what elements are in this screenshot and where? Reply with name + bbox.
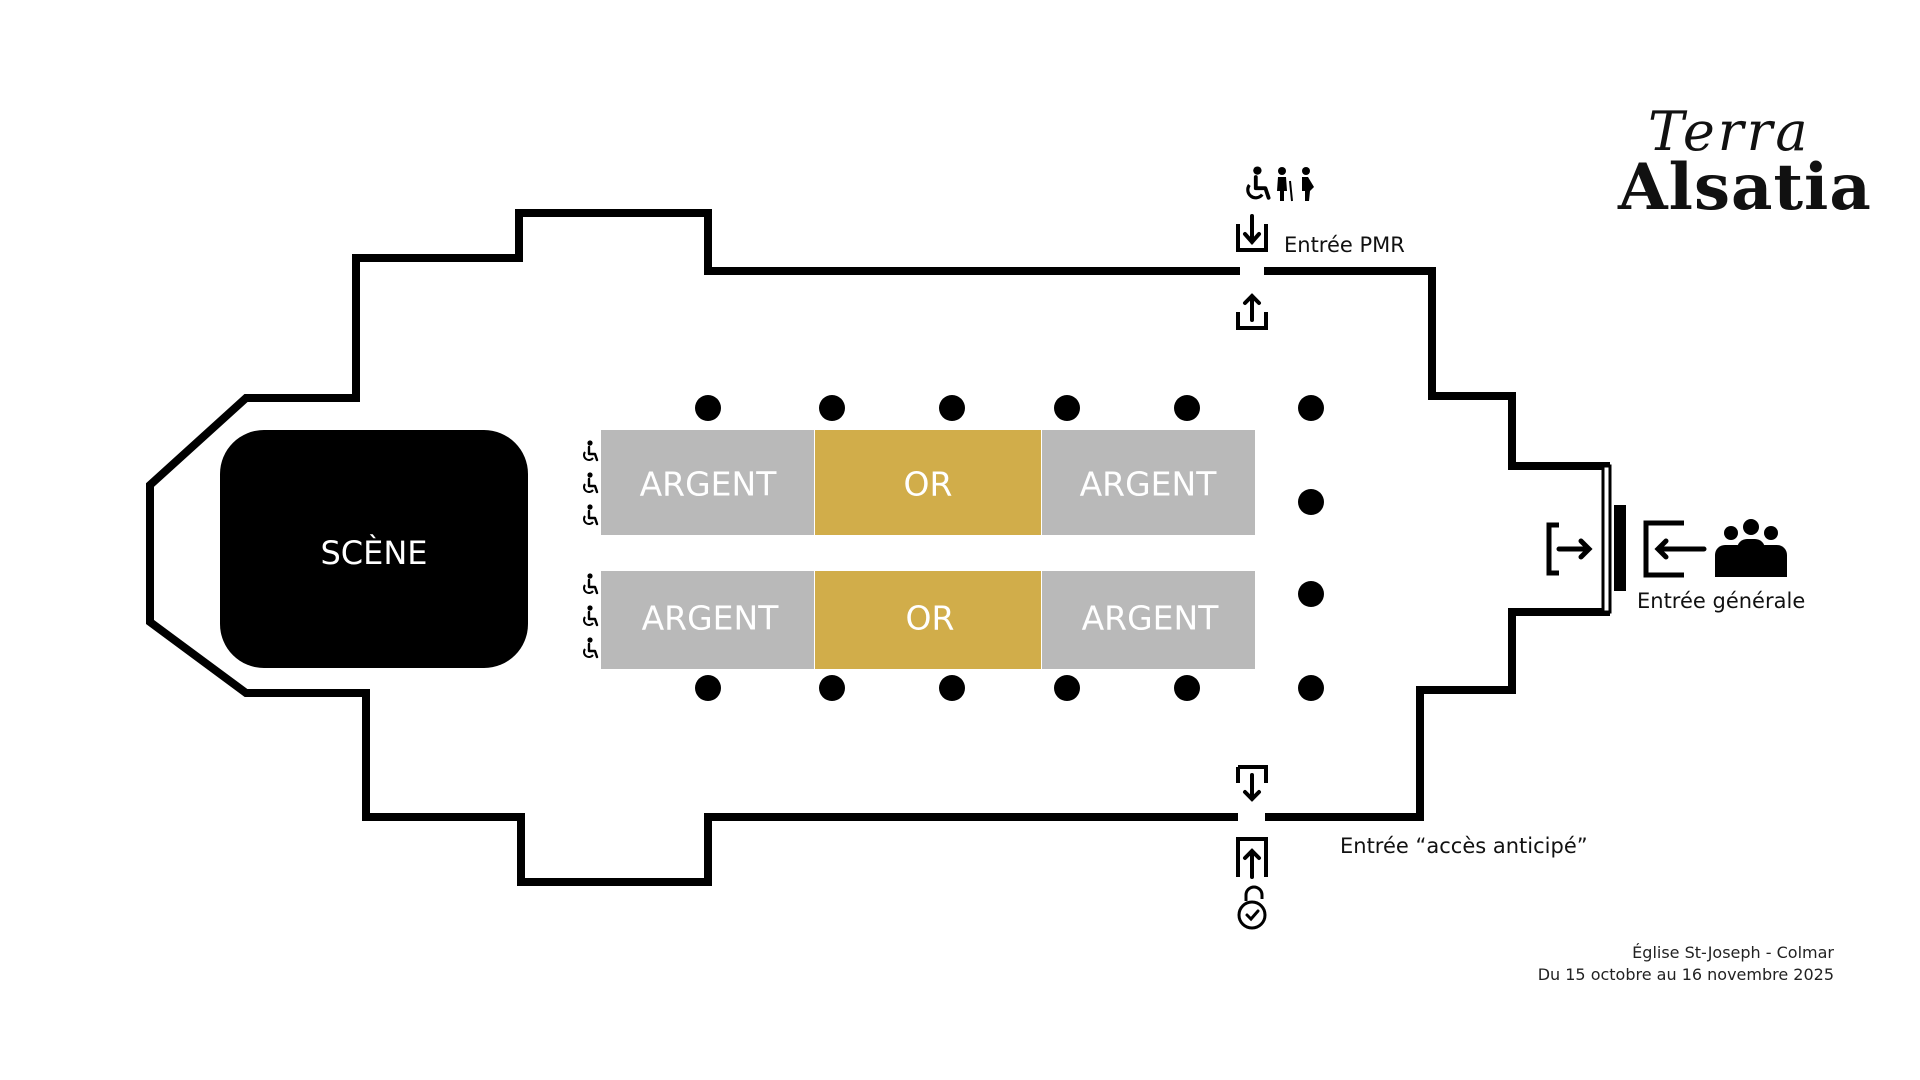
pillar	[1054, 675, 1080, 701]
zone-label: OR	[904, 465, 953, 504]
wheelchair-icon	[582, 572, 599, 595]
wheelchair-icon	[1245, 164, 1271, 200]
general-entrance-label: Entrée générale	[1637, 589, 1806, 613]
zone-label: ARGENT	[642, 599, 780, 638]
elderly-person-icon	[1277, 167, 1293, 202]
pillars	[695, 395, 1324, 701]
entry-arrow-icon	[1643, 520, 1707, 578]
logo-terra: Terra	[1648, 100, 1811, 163]
pmr-door-gap	[1240, 262, 1264, 280]
venue-name: Église St-Joseph - Colmar	[1632, 943, 1834, 962]
pillar	[939, 675, 965, 701]
pillar	[1298, 675, 1324, 701]
group-people-icon	[1715, 519, 1787, 577]
zone-or-row1[interactable]	[815, 430, 1041, 535]
zone-label: ARGENT	[640, 465, 778, 504]
logo-alsatia: Alsatia	[1618, 150, 1872, 225]
entry-arrow-icon	[1236, 837, 1268, 879]
wheelchair-icon	[582, 503, 599, 526]
pillar	[1174, 675, 1200, 701]
stage	[220, 430, 528, 668]
pillar	[695, 675, 721, 701]
main-door	[1614, 505, 1626, 591]
wheelchair-icon	[582, 439, 599, 462]
pillar	[1298, 489, 1324, 515]
unlock-check-icon	[1237, 885, 1267, 930]
zone-argent-row1-right[interactable]	[1042, 430, 1255, 535]
pillar	[1298, 395, 1324, 421]
wheelchair-icon	[582, 604, 599, 627]
wheelchair-icon	[582, 636, 599, 659]
pillar	[695, 395, 721, 421]
zone-label: ARGENT	[1080, 465, 1218, 504]
pillar	[1298, 581, 1324, 607]
zone-label: ARGENT	[1082, 599, 1220, 638]
pillar	[939, 395, 965, 421]
early-access-entrance-label: Entrée “accès anticipé”	[1340, 834, 1588, 858]
exit-arrow-icon	[1546, 522, 1593, 576]
exit-arrow-icon	[1236, 294, 1268, 330]
early-door-gap	[1240, 808, 1264, 826]
pmr-entrance-label: Entrée PMR	[1284, 233, 1405, 257]
exit-arrow-icon	[1236, 765, 1268, 802]
pillar	[819, 675, 845, 701]
main-door-frame	[1601, 464, 1612, 614]
zone-argent-row1-left[interactable]	[601, 430, 814, 535]
zone-or-row2[interactable]	[815, 571, 1041, 669]
zone-argent-row2-right[interactable]	[1042, 571, 1255, 669]
entry-arrow-icon	[1236, 214, 1268, 252]
wheelchair-icon	[582, 471, 599, 494]
pregnant-person-icon	[1302, 167, 1314, 201]
pillar	[1054, 395, 1080, 421]
stage-label: SCÈNE	[320, 534, 427, 572]
venue-dates: Du 15 octobre au 16 novembre 2025	[1537, 965, 1834, 984]
pillar	[819, 395, 845, 421]
zone-argent-row2-left[interactable]	[601, 571, 814, 669]
pillar	[1174, 395, 1200, 421]
zone-label: OR	[906, 599, 955, 638]
